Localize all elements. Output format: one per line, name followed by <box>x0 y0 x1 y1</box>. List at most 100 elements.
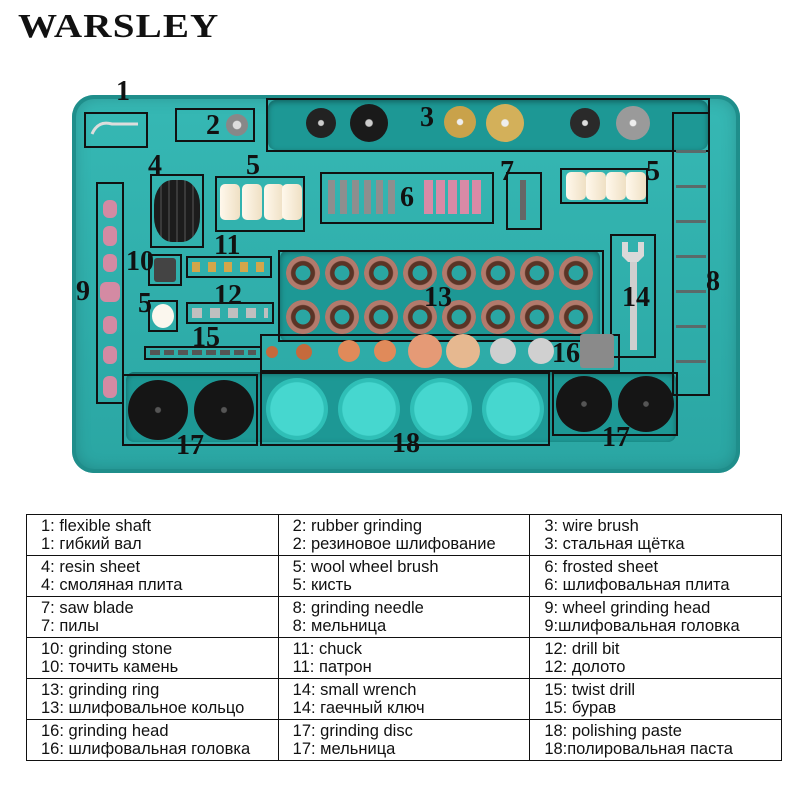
flexible-shaft-icon <box>90 121 138 135</box>
grinding-disc-icon <box>194 380 254 440</box>
legend-en: 1: flexible shaft <box>41 517 152 535</box>
callout-2: 2 <box>206 110 220 141</box>
polishing-paste-icon <box>410 378 472 440</box>
callout-14: 14 <box>622 282 650 313</box>
wool-wheel-icon <box>282 184 302 220</box>
legend-ru: 11: патрон <box>292 658 372 676</box>
cut-disc-icon <box>352 180 359 214</box>
callout-12: 12 <box>214 280 242 311</box>
grinding-head-icon <box>446 334 480 368</box>
box-rubber-grinding <box>175 108 255 142</box>
legend-en: 8: grinding needle <box>292 599 424 617</box>
legend-ru: 2: резиновое шлифование <box>292 535 496 553</box>
wool-wheel-icon <box>242 184 262 220</box>
box-wool-ball <box>148 300 178 332</box>
cut-disc-icon <box>388 180 395 214</box>
wool-wheel-icon <box>586 172 606 200</box>
box-grinding-head <box>260 334 620 372</box>
callout-11: 11 <box>214 230 241 261</box>
wool-wheel-icon <box>606 172 626 200</box>
polishing-paste-icon <box>338 378 400 440</box>
legend-en: 6: frosted sheet <box>544 558 659 576</box>
wire-brush-steel-icon <box>616 106 650 140</box>
grinding-ring-icon <box>286 256 320 290</box>
grinding-ring-icon <box>364 300 398 334</box>
legend-en: 18: polishing paste <box>544 722 682 740</box>
grinding-needle-icon <box>676 150 706 153</box>
polishing-paste-icon <box>482 378 544 440</box>
grinding-stone-icon <box>154 258 176 282</box>
callout-17-right: 17 <box>602 422 630 453</box>
wool-wheel-icon <box>626 172 646 200</box>
cut-disc-icon <box>376 180 383 214</box>
grinding-ring-icon <box>286 300 320 334</box>
box-wheel-grinding-head <box>96 182 124 404</box>
legend-ru: 12: долото <box>544 658 626 676</box>
legend-en: 4: resin sheet <box>41 558 141 576</box>
box-flexible-shaft <box>84 112 148 148</box>
wool-wheel-icon <box>264 184 284 220</box>
grinding-head-stone-icon <box>103 226 117 246</box>
grinding-head-icon <box>374 340 396 362</box>
box-wool-wheel-left <box>215 176 305 232</box>
callout-13: 13 <box>424 282 452 313</box>
legend-ru: 1: гибкий вал <box>41 535 142 553</box>
grinding-needle-icon <box>676 220 706 223</box>
grinding-head-stone-icon <box>100 282 120 302</box>
legend-en: 16: grinding head <box>41 722 169 740</box>
legend-ru: 7: пилы <box>41 617 99 635</box>
grinding-head-stone-icon <box>103 316 117 334</box>
grinding-head-stone-icon <box>103 346 117 364</box>
frosted-disc-icon <box>448 180 457 214</box>
frosted-disc-icon <box>472 180 481 214</box>
grinding-ring-icon <box>403 256 437 290</box>
grinding-head-stone-icon <box>103 376 117 398</box>
callout-5-right: 5 <box>646 156 660 187</box>
legend-en: 10: grinding stone <box>41 640 173 658</box>
wire-brush-brass-large-icon <box>486 104 524 142</box>
legend-ru: 15: бурав <box>544 699 617 717</box>
grinding-head-icon <box>408 334 442 368</box>
grinding-head-icon <box>338 340 360 362</box>
cut-disc-icon <box>328 180 335 214</box>
grinding-needle-icon <box>676 255 706 258</box>
legend-ru: 18:полировальная паста <box>544 740 733 758</box>
frosted-disc-icon <box>424 180 433 214</box>
callout-15: 15 <box>192 322 220 353</box>
legend-en: 12: drill bit <box>544 640 620 658</box>
callout-17-left: 17 <box>176 430 204 461</box>
box-grinding-stone <box>148 254 182 286</box>
grinding-head-icon <box>296 344 312 360</box>
callout-6: 6 <box>400 182 414 213</box>
grinding-ring-icon <box>520 256 554 290</box>
grinding-ring-icon <box>520 300 554 334</box>
wire-brush-black-large-icon <box>350 104 388 142</box>
legend-ru: 5: кисть <box>292 576 352 594</box>
grinding-head-icon <box>266 346 278 358</box>
grinding-head-stone-icon <box>103 254 117 272</box>
legend-ru: 8: мельница <box>292 617 387 635</box>
wire-brush-brass-icon <box>444 106 476 138</box>
grinding-ring-icon <box>325 300 359 334</box>
legend-en: 5: wool wheel brush <box>292 558 439 576</box>
chuck-set-icon <box>192 262 266 272</box>
box-saw-blade <box>506 172 542 230</box>
box-frosted-sheet <box>320 172 494 224</box>
wire-brush-dark-icon <box>570 108 600 138</box>
legend-en: 13: grinding ring <box>41 681 160 699</box>
box-polishing-paste <box>260 372 550 446</box>
legend-en: 2: rubber grinding <box>292 517 422 535</box>
grinding-ring-icon <box>559 300 593 334</box>
